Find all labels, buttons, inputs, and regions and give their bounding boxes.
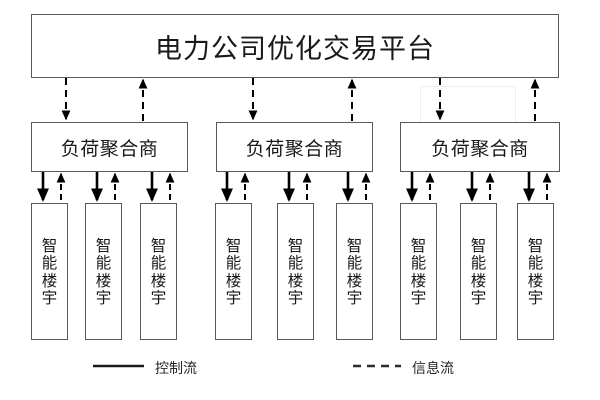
- building-box-8[interactable]: 智能楼宇: [460, 203, 497, 340]
- building-label-8: 智能楼宇: [470, 237, 487, 307]
- building-label-2: 智能楼宇: [95, 237, 112, 307]
- platform-label: 电力公司优化交易平台: [155, 33, 435, 64]
- legend-control-flow-label: 控制流: [155, 360, 197, 376]
- building-box-4[interactable]: 智能楼宇: [215, 203, 252, 340]
- aggregator-label-2: 负荷聚合商: [245, 138, 344, 160]
- building-box-6[interactable]: 智能楼宇: [336, 203, 373, 340]
- building-box-5[interactable]: 智能楼宇: [277, 203, 314, 340]
- aggregator-label-3: 负荷聚合商: [431, 138, 529, 160]
- building-label-4: 智能楼宇: [225, 237, 242, 307]
- building-label-1: 智能楼宇: [41, 237, 58, 307]
- aggregator-box-1[interactable]: 负荷聚合商: [31, 122, 188, 172]
- building-label-7: 智能楼宇: [410, 237, 427, 307]
- building-box-9[interactable]: 智能楼宇: [517, 203, 554, 340]
- building-label-6: 智能楼宇: [346, 237, 363, 307]
- building-box-3[interactable]: 智能楼宇: [140, 203, 177, 340]
- platform-box[interactable]: 电力公司优化交易平台: [31, 14, 559, 78]
- building-box-7[interactable]: 智能楼宇: [400, 203, 437, 340]
- building-label-3: 智能楼宇: [150, 237, 167, 307]
- aggregator-box-3[interactable]: 负荷聚合商: [400, 122, 560, 172]
- legend-information-flow-label: 信息流: [412, 360, 454, 376]
- building-label-9: 智能楼宇: [527, 237, 544, 307]
- building-box-1[interactable]: 智能楼宇: [31, 203, 68, 340]
- building-label-5: 智能楼宇: [287, 237, 304, 307]
- building-box-2[interactable]: 智能楼宇: [85, 203, 122, 340]
- aggregator-label-1: 负荷聚合商: [60, 138, 159, 160]
- aggregator-box-2[interactable]: 负荷聚合商: [216, 122, 373, 172]
